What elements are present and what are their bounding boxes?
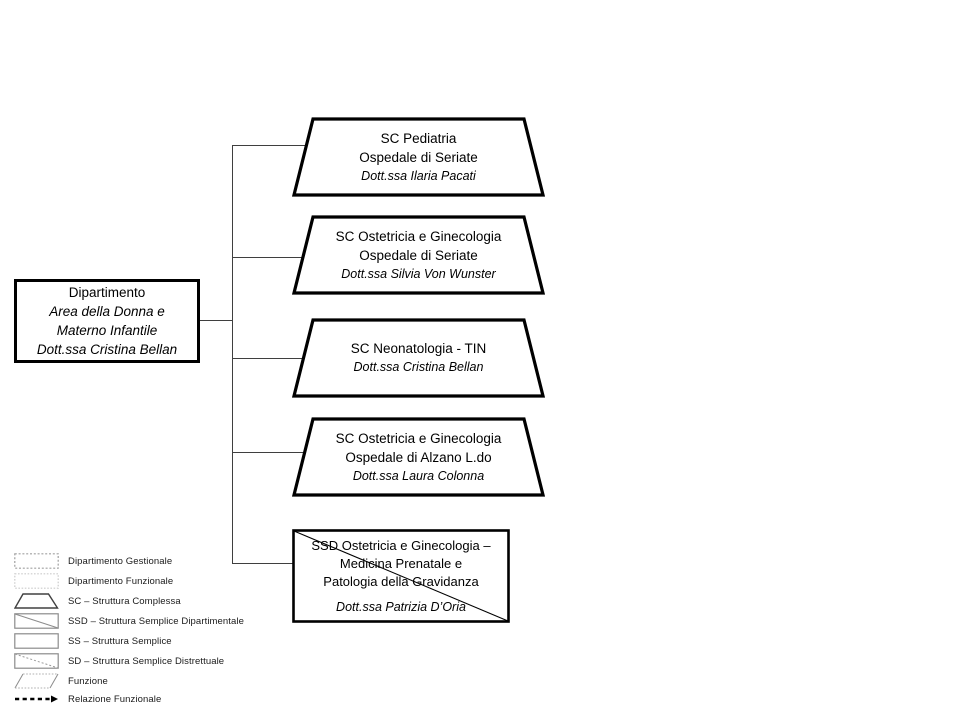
unit-box-ssd-ostetricia: SSD Ostetricia e Ginecologia – Medicina … xyxy=(292,529,510,623)
dashed-arrow-icon xyxy=(15,695,58,703)
unit-box-sc-neonatologia: SC Neonatologia - TIN Dott.ssa Cristina … xyxy=(292,318,545,398)
unit-name: SC Ostetricia e Ginecologia xyxy=(335,430,502,446)
legend-label: Dipartimento Funzionale xyxy=(68,575,174,587)
legend-item-dipartimento-funzionale: Dipartimento Funzionale xyxy=(14,573,173,589)
rect-dotted-diagonal-icon xyxy=(14,653,59,669)
unit-box-sc-ostetricia-seriate: SC Ostetricia e Ginecologia Ospedale di … xyxy=(292,215,545,295)
legend-item-dipartimento-gestionale: Dipartimento Gestionale xyxy=(14,553,172,569)
parallelogram-dotted-icon xyxy=(14,673,59,689)
connector-branch-2 xyxy=(232,257,306,258)
legend-item-sc: SC – Struttura Complessa xyxy=(14,593,181,609)
legend-label: SC – Struttura Complessa xyxy=(68,595,181,607)
legend-label: SS – Struttura Semplice xyxy=(68,635,172,647)
legend-item-sd: SD – Struttura Semplice Distrettuale xyxy=(14,653,224,669)
unit-head: Dott.ssa Ilaria Pacati xyxy=(361,168,476,183)
trapezoid-shape xyxy=(292,117,545,197)
legend-item-relazione-funzionale: Relazione Funzionale xyxy=(14,691,161,707)
trapezoid-shape xyxy=(292,318,545,398)
unit-box-sc-pediatria: SC Pediatria Ospedale di Seriate Dott.ss… xyxy=(292,117,545,197)
unit-head: Dott.ssa Cristina Bellan xyxy=(353,360,484,374)
unit-name-line3: Patologia della Gravidanza xyxy=(323,573,479,589)
department-area-line1: Area della Donna e xyxy=(49,304,165,319)
connector-branch-3 xyxy=(232,358,306,359)
rect-dotted-light-icon xyxy=(14,573,59,589)
unit-head: Dott.ssa Laura Colonna xyxy=(352,468,485,483)
legend-label: SSD – Struttura Semplice Dipartimentale xyxy=(68,615,245,627)
department-box: Dipartimento Area della Donna e Materno … xyxy=(14,279,200,363)
connector-branch-5 xyxy=(232,563,294,564)
unit-location: Ospedale di Seriate xyxy=(359,247,478,263)
connector-branch-4 xyxy=(232,452,306,453)
unit-location: Ospedale di Seriate xyxy=(359,149,478,165)
legend-label: Funzione xyxy=(68,675,108,687)
department-head: Dott.ssa Cristina Bellan xyxy=(36,342,178,357)
department-area-line2: Materno Infantile xyxy=(56,323,158,338)
connector-branch-1 xyxy=(232,145,306,146)
unit-head: Dott.ssa Silvia Von Wunster xyxy=(341,266,496,281)
connector-department xyxy=(200,320,233,321)
rect-icon xyxy=(14,633,59,649)
unit-head: Dott.ssa Patrizia D’Oria xyxy=(336,599,466,614)
legend-item-funzione: Funzione xyxy=(14,673,108,689)
legend-item-ssd: SSD – Struttura Semplice Dipartimentale xyxy=(14,613,244,629)
legend-label: SD – Struttura Semplice Distrettuale xyxy=(68,655,225,667)
unit-name-line2: Medicina Prenatale e xyxy=(339,555,463,571)
legend-label: Relazione Funzionale xyxy=(68,693,162,705)
rect-dotted-dark-icon xyxy=(14,553,59,569)
unit-name: SSD Ostetricia e Ginecologia – xyxy=(311,537,491,553)
legend-label: Dipartimento Gestionale xyxy=(68,555,173,567)
unit-name: SC Neonatologia - TIN xyxy=(350,341,487,356)
connector-trunk xyxy=(232,145,233,564)
trapezoid-icon xyxy=(14,593,59,609)
trapezoid-shape xyxy=(292,417,545,497)
legend-item-ss: SS – Struttura Semplice xyxy=(14,633,172,649)
rect-diagonal-icon xyxy=(14,613,59,629)
unit-name: SC Ostetricia e Ginecologia xyxy=(335,228,502,244)
trapezoid-shape xyxy=(292,215,545,295)
unit-location: Ospedale di Alzano L.do xyxy=(345,449,492,465)
unit-name: SC Pediatria xyxy=(380,130,457,146)
department-title: Dipartimento xyxy=(68,285,146,300)
unit-box-sc-ostetricia-alzano: SC Ostetricia e Ginecologia Ospedale di … xyxy=(292,417,545,497)
rect-diagonal-shape xyxy=(292,529,510,623)
